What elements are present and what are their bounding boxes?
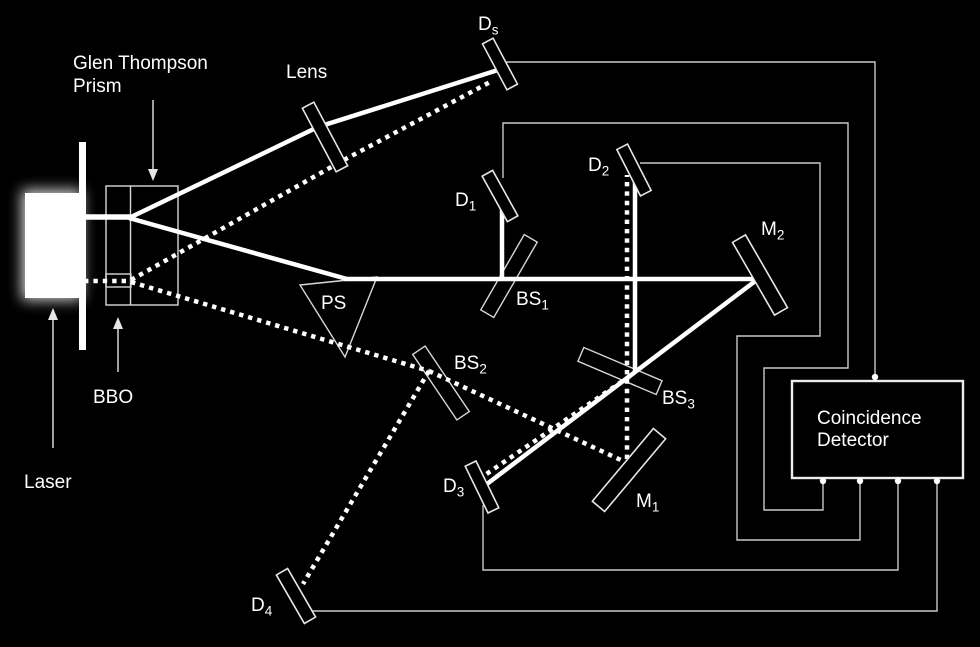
dotted-bs2-to-d4 — [301, 369, 431, 586]
coincidence-detector-label-line1: Coincidence — [817, 408, 922, 429]
connector-dot-3 — [894, 477, 902, 485]
lens-element — [301, 101, 349, 173]
coincidence-label-text1: Coincidence — [817, 408, 922, 429]
connector-dot-4 — [933, 477, 941, 485]
ps-phase-shifter-prism — [298, 276, 379, 359]
glen-thompson-arrowhead — [148, 169, 158, 181]
d4-detector — [275, 567, 317, 625]
laser-label: Laser — [24, 472, 72, 493]
bs2-label-main: BS — [454, 353, 479, 374]
coincidence-label-text2: Detector — [817, 430, 889, 451]
detector-wires — [302, 61, 938, 612]
glen-thompson-text1: Glen Thompson — [73, 53, 208, 74]
coincidence-detector: Coincidence Detector — [790, 373, 965, 485]
bbo-label-text: BBO — [93, 387, 133, 408]
d4-label-sub: 4 — [265, 604, 273, 619]
bs2-label-sub: 2 — [479, 362, 487, 377]
bbo-lower-cell — [105, 273, 132, 288]
d2-label: D2 — [588, 155, 609, 179]
bs1-label-sub: 1 — [541, 298, 549, 313]
bs3-label-main: BS — [662, 388, 687, 409]
coincidence-detector-box — [790, 379, 965, 480]
m1-mirror — [591, 427, 667, 513]
laser-arrowhead — [48, 308, 58, 320]
d3-detector — [464, 459, 500, 515]
d4-label-main: D — [251, 595, 265, 616]
laser-label-text: Laser — [24, 472, 72, 493]
ds-detector — [481, 37, 519, 91]
bs1-label: BS1 — [516, 289, 549, 313]
m1-label-main: M — [636, 491, 652, 512]
bs2-label: BS2 — [454, 353, 487, 377]
laser-block — [25, 193, 80, 298]
d1-label-sub: 1 — [469, 199, 477, 214]
bbo-label: BBO — [93, 387, 133, 408]
bbo-arrowhead — [113, 317, 123, 329]
connector-dot-1 — [819, 477, 827, 485]
annotation-arrows — [48, 100, 158, 448]
laser-assembly — [22, 142, 86, 350]
ds-label-main: D — [478, 14, 492, 35]
bs3-label: BS3 — [662, 388, 695, 412]
lens-label-text: Lens — [286, 62, 327, 83]
d2-label-sub: 2 — [602, 164, 610, 179]
ds-label: Ds — [478, 14, 499, 38]
ps-label-text: PS — [321, 293, 346, 314]
m2-label: M2 — [761, 219, 784, 243]
m2-label-sub: 2 — [777, 228, 785, 243]
beam-bbo-lens-to-ds — [128, 67, 499, 221]
opaque-optics — [275, 37, 789, 625]
glen-thompson-text2: Prism — [73, 76, 122, 97]
wire-d1-to-coincidence — [502, 122, 849, 511]
connector-dot-2 — [856, 477, 864, 485]
bs1-label-main: BS — [516, 289, 541, 310]
wire-d2-to-coincidence — [640, 162, 861, 541]
idler-beams — [84, 79, 632, 586]
coincidence-detector-label-line2: Detector — [817, 430, 889, 451]
beam-m2-to-d3 — [485, 277, 760, 486]
d4-label: D4 — [251, 595, 273, 619]
d3-label-sub: 3 — [457, 485, 465, 500]
ps-label: PS — [321, 293, 346, 314]
bbo-crystal-assembly — [105, 185, 179, 306]
bs3-label-sub: 3 — [687, 397, 695, 412]
wire-d4-to-coincidence — [302, 483, 938, 612]
wire-ds-to-coincidence — [505, 61, 876, 374]
diagram-labels: Glen Thompson Prism Lens Ds D1 D2 D3 D4 … — [24, 14, 784, 619]
dotted-bs2-to-m1 — [428, 368, 624, 464]
d1-label-main: D — [455, 190, 469, 211]
glen-thompson-label-line2: Prism — [73, 76, 122, 97]
connector-dot-top — [871, 373, 879, 381]
dotted-bs3-to-d3 — [480, 374, 632, 479]
laser-mount-plate — [79, 142, 86, 350]
d1-detector — [481, 169, 519, 223]
m2-label-main: M — [761, 219, 777, 240]
d1-label: D1 — [455, 190, 476, 214]
wire-d3-to-coincidence — [482, 483, 899, 571]
bs3-beamsplitter — [577, 346, 663, 396]
glen-thompson-label-line1: Glen Thompson — [73, 53, 208, 74]
d3-label: D3 — [443, 476, 464, 500]
m1-label: M1 — [636, 491, 659, 515]
bbo-crystal-box — [105, 185, 179, 306]
d2-detector — [615, 143, 653, 197]
ds-label-sub: s — [492, 23, 499, 38]
m2-mirror — [731, 233, 789, 317]
signal-beams — [84, 67, 760, 486]
d3-label-main: D — [443, 476, 457, 497]
m1-label-sub: 1 — [652, 500, 660, 515]
transmissive-optics — [105, 185, 663, 421]
beam-bbo-to-ps — [128, 215, 348, 282]
d2-label-main: D — [588, 155, 602, 176]
lens-label: Lens — [286, 62, 327, 83]
dotted-bbo-to-bs2 — [130, 279, 430, 374]
